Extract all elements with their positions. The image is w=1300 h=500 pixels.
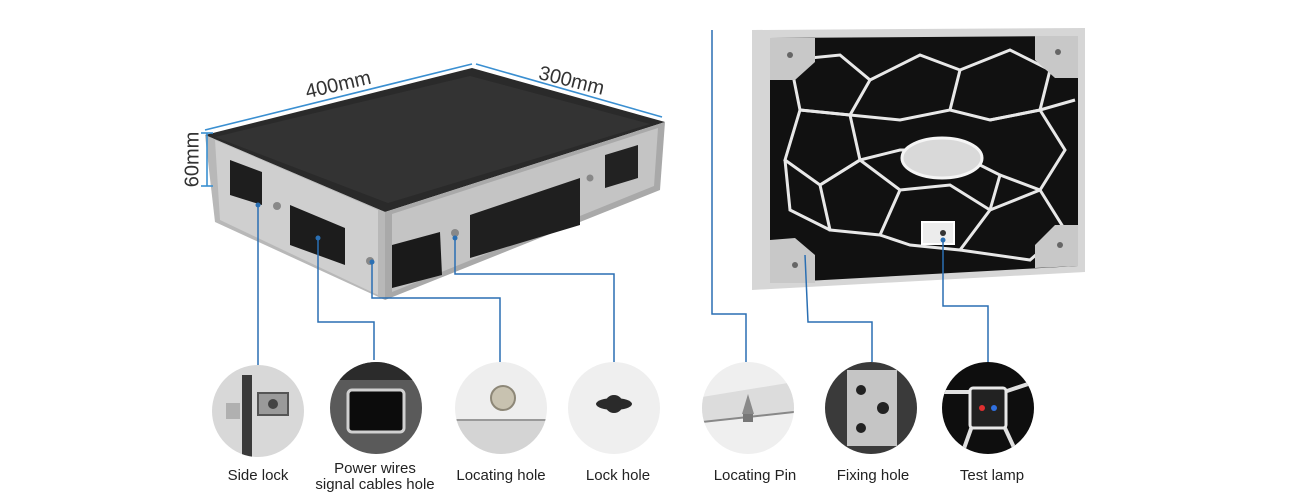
cabinet-back-view: [752, 28, 1085, 290]
caption-locating-hole: Locating hole: [456, 467, 546, 484]
fixing-hole-icon: [825, 362, 917, 454]
test-lamp-icon: [942, 362, 1034, 454]
caption-test-lamp: Test lamp: [959, 467, 1025, 484]
caption-lock-hole: Lock hole: [585, 467, 651, 484]
cable-hole-icon: [330, 362, 422, 454]
cabinet-front-view: [205, 68, 665, 300]
caption-cable-hole-line1: Power wires: [334, 460, 416, 477]
lock-hole-icon: [568, 362, 660, 454]
locating-hole-icon: [455, 362, 547, 454]
caption-locating-pin: Locating Pin: [713, 467, 797, 484]
leader-lines: [257, 30, 989, 365]
height-dimension-label: 60mm: [181, 131, 204, 188]
side-lock-icon: [212, 365, 304, 457]
caption-cable-hole: Power wires signal cables hole: [305, 461, 445, 493]
caption-side-lock: Side lock: [227, 467, 289, 484]
dimension-lines: [201, 63, 663, 187]
caption-cable-hole-line2: signal cables hole: [315, 476, 435, 493]
caption-fixing-hole: Fixing hole: [836, 467, 910, 484]
locating-pin-icon: [702, 362, 794, 454]
